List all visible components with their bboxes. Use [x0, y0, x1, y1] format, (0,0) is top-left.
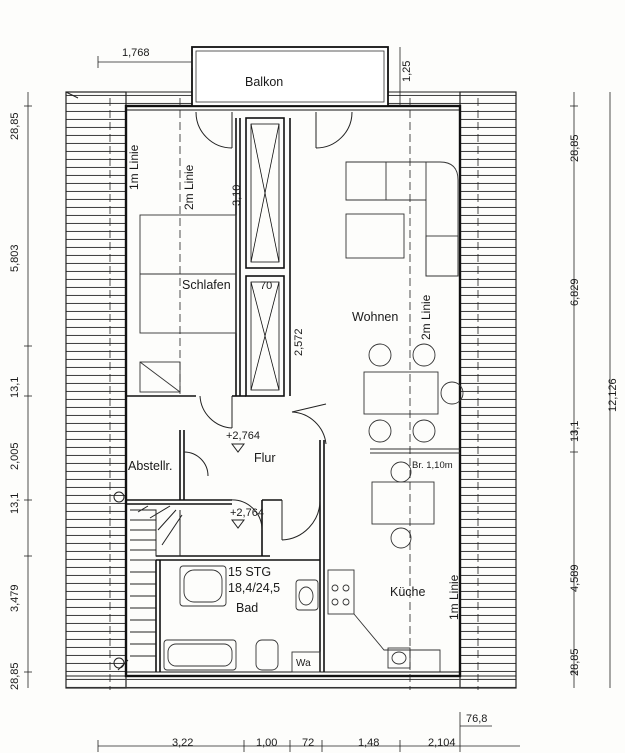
counter-label: Br. 1,10m [412, 460, 453, 471]
room-label-hall: Flur [254, 451, 276, 465]
dim-bottom-3: 72 [302, 737, 314, 749]
dim-hall-length: 2,572 [293, 328, 305, 356]
bath-fixtures [163, 565, 321, 673]
kitchen-fixtures [327, 448, 460, 672]
dim-left-top: 28,85 [9, 112, 21, 140]
stair-ratio: 18,4/24,5 [228, 581, 280, 595]
roof-slope-right [459, 91, 517, 689]
room-label-kitchen: Küche [390, 585, 425, 599]
level-hall-lower: +2,764 [230, 507, 264, 519]
bedroom-furniture [139, 214, 237, 393]
dim-bottom-5: 2,104 [428, 737, 456, 749]
room-label-bath: Bad [236, 601, 258, 615]
dim-right-mid: 13,1 [569, 421, 581, 442]
dim-top-balcony-offset: 1,768 [122, 47, 150, 59]
ceiling-height-lines [109, 98, 479, 690]
roof-slope-left [65, 91, 127, 689]
dim-left-mid: 13,1 [9, 377, 21, 398]
dim-left-flur: 2,005 [9, 442, 21, 470]
roof-slope-top-left [125, 91, 193, 107]
dimension-lines [24, 47, 611, 752]
dim-bottom-2: 1,00 [256, 737, 277, 749]
dim-right-top: 28,85 [569, 134, 581, 162]
room-label-balcony: Balkon [245, 75, 283, 89]
dim-bottom-right: 76,8 [466, 713, 487, 725]
room-label-bedroom: Schlafen [182, 278, 231, 292]
dim-skylight-width: 70 [260, 280, 272, 292]
room-label-storage: Abstellr. [128, 459, 172, 473]
dim-right-upper: 6,829 [569, 278, 581, 306]
staircase [113, 491, 183, 671]
room-label-living: Wohnen [352, 310, 398, 324]
roof-slope-top-right [387, 91, 461, 107]
dim-right-bottom: 28,85 [569, 648, 581, 676]
sofa [345, 161, 459, 277]
level-markers [231, 443, 245, 529]
balcony: Balkon [191, 46, 389, 107]
interior-doors [183, 395, 327, 541]
dim-right-lower: 4,589 [569, 564, 581, 592]
dim-balcony-depth: 1,25 [401, 61, 413, 82]
line-1m-right-label: 1m Linie [447, 574, 461, 620]
interior-walls [126, 118, 325, 672]
line-1m-left-label: 1m Linie [127, 144, 141, 190]
skylight-shaft [245, 117, 285, 397]
dining-table [363, 343, 464, 443]
dim-left-bottom: 28,85 [9, 662, 21, 690]
balcony-door [195, 111, 353, 149]
level-hall-upper: +2,764 [226, 430, 260, 442]
dim-left-lower: 13,1 [9, 493, 21, 514]
stair-steps: 15 STG [228, 565, 271, 579]
dim-right-total: 12,126 [607, 378, 619, 412]
dim-bottom-1: 3,22 [172, 737, 193, 749]
line-2m-right-label: 2m Linie [419, 294, 433, 340]
dim-bottom-4: 1,48 [358, 737, 379, 749]
dim-left-upper: 5,803 [9, 244, 21, 272]
dim-skylight-length: 3,10 [231, 185, 243, 206]
roof-slope-bottom [65, 675, 517, 689]
room-label-wc: Wa [296, 658, 311, 669]
dim-left-stair: 3,479 [9, 584, 21, 612]
line-2m-left-label: 2m Linie [182, 164, 196, 210]
